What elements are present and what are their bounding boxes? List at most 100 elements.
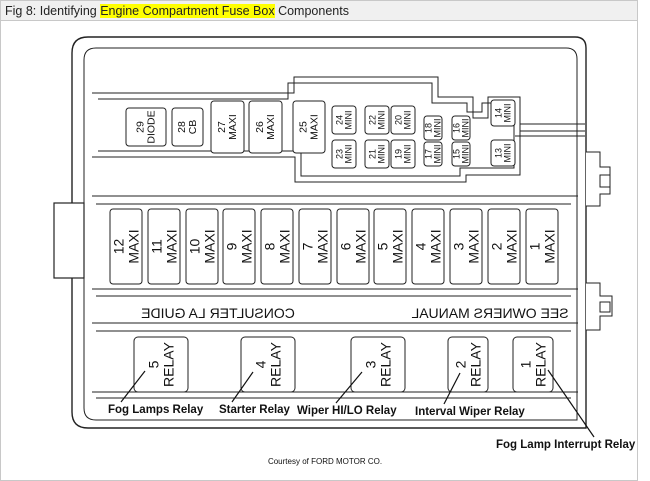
credit-text: Courtesy of FORD MOTOR CO.: [268, 457, 382, 466]
maxi-fuse-5-number: 5: [375, 242, 391, 250]
maxi-fuse-7-type: MAXI: [315, 229, 331, 263]
fuse-16-number: 16: [452, 123, 462, 133]
fuse-26-type: MAXI: [265, 114, 277, 140]
relay-label-3: Wiper HI/LO Relay: [297, 405, 397, 417]
maxi-fuse-1-type: MAXI: [542, 229, 558, 263]
fuse-20-type: MINI: [402, 111, 412, 130]
relay-2-number: 2: [453, 360, 469, 368]
relay-leader-lines: [120, 369, 595, 438]
maxi-fuse-2-type: MAXI: [504, 229, 520, 263]
fuse-24-number: 24: [335, 115, 345, 125]
fuse-17-number: 17: [424, 149, 434, 159]
relay-3-number: 3: [363, 360, 379, 368]
relay-5-type: RELAY: [161, 341, 177, 387]
fuse-22-type: MINI: [376, 111, 386, 130]
fuse-13-number: 13: [494, 148, 504, 158]
fuse-18-type: MINI: [432, 119, 442, 138]
maxi-fuse-12-number: 12: [111, 239, 127, 255]
fuse-28-number: 28: [176, 121, 188, 133]
fuse-18-number: 18: [424, 123, 434, 133]
relay-5-number: 5: [146, 360, 162, 368]
maxi-fuse-10-number: 10: [187, 239, 203, 255]
maxi-fuse-11-type: MAXI: [164, 229, 180, 263]
fuse-27-number: 27: [216, 121, 228, 133]
caption-prefix: Fig 8: Identifying: [5, 4, 101, 18]
maxi-fuse-1-number: 1: [527, 242, 543, 250]
maxi-fuse-7-number: 7: [300, 242, 316, 250]
maxi-fuse-8-number: 8: [262, 242, 278, 250]
relay-label-2: Interval Wiper Relay: [415, 406, 525, 418]
upper-compartment: [92, 76, 585, 183]
fuse-21-number: 21: [368, 149, 378, 159]
maxi-fuse-11-number: 11: [149, 239, 165, 254]
fuse-29-number: 29: [134, 121, 146, 133]
relay-label-1: Fog Lamp Interrupt Relay: [496, 439, 636, 451]
maxi-fuse-9-type: MAXI: [239, 229, 255, 263]
maxi-fuse-4-type: MAXI: [428, 229, 444, 263]
fuse-box-inner-wall: [83, 47, 578, 421]
fuse-28-type: CB: [187, 120, 199, 135]
fuse-17-type: MINI: [432, 145, 442, 164]
maxi-fuse-10-type: MAXI: [202, 229, 218, 263]
relay-label-5: Fog Lamps Relay: [108, 404, 204, 416]
relay-1-number: 1: [518, 360, 534, 368]
fuse-29-type: DIODE: [146, 110, 158, 143]
maxi-fuse-5-type: MAXI: [390, 229, 406, 263]
relay-3-type: RELAY: [378, 341, 394, 387]
maxi-fuse-4-number: 4: [413, 242, 429, 250]
fuse-box-housing: [71, 36, 587, 429]
fuse-22-number: 22: [368, 115, 378, 125]
fuse-24-type: MINI: [343, 111, 353, 130]
left-mounting-tab: [53, 202, 85, 279]
maxi-fuse-9-number: 9: [224, 242, 240, 250]
relay-4-type: RELAY: [268, 341, 284, 387]
relay-2-type: RELAY: [468, 341, 484, 387]
fuse-19-number: 19: [394, 149, 404, 159]
relay-1-type: RELAY: [533, 341, 549, 387]
right-side-latches: [586, 151, 613, 331]
fuse-25-type: MAXI: [309, 114, 321, 140]
fuse-23-type: MINI: [343, 145, 353, 164]
fuse-14-number: 14: [494, 108, 504, 118]
owners-manual-notice: SEE OWNERS MANUAL: [411, 305, 568, 321]
fuse-15-type: MINI: [460, 145, 470, 164]
figure-caption: Fig 8: Identifying Engine Compartment Fu…: [0, 0, 638, 21]
caption-highlight: Engine Compartment Fuse Box: [100, 4, 275, 18]
relay-4-number: 4: [253, 360, 269, 368]
maxi-fuse-6-type: MAXI: [353, 229, 369, 263]
maxi-fuse-3-number: 3: [451, 242, 467, 250]
maxi-fuse-8-type: MAXI: [277, 229, 293, 263]
fuse-25-number: 25: [297, 121, 309, 133]
